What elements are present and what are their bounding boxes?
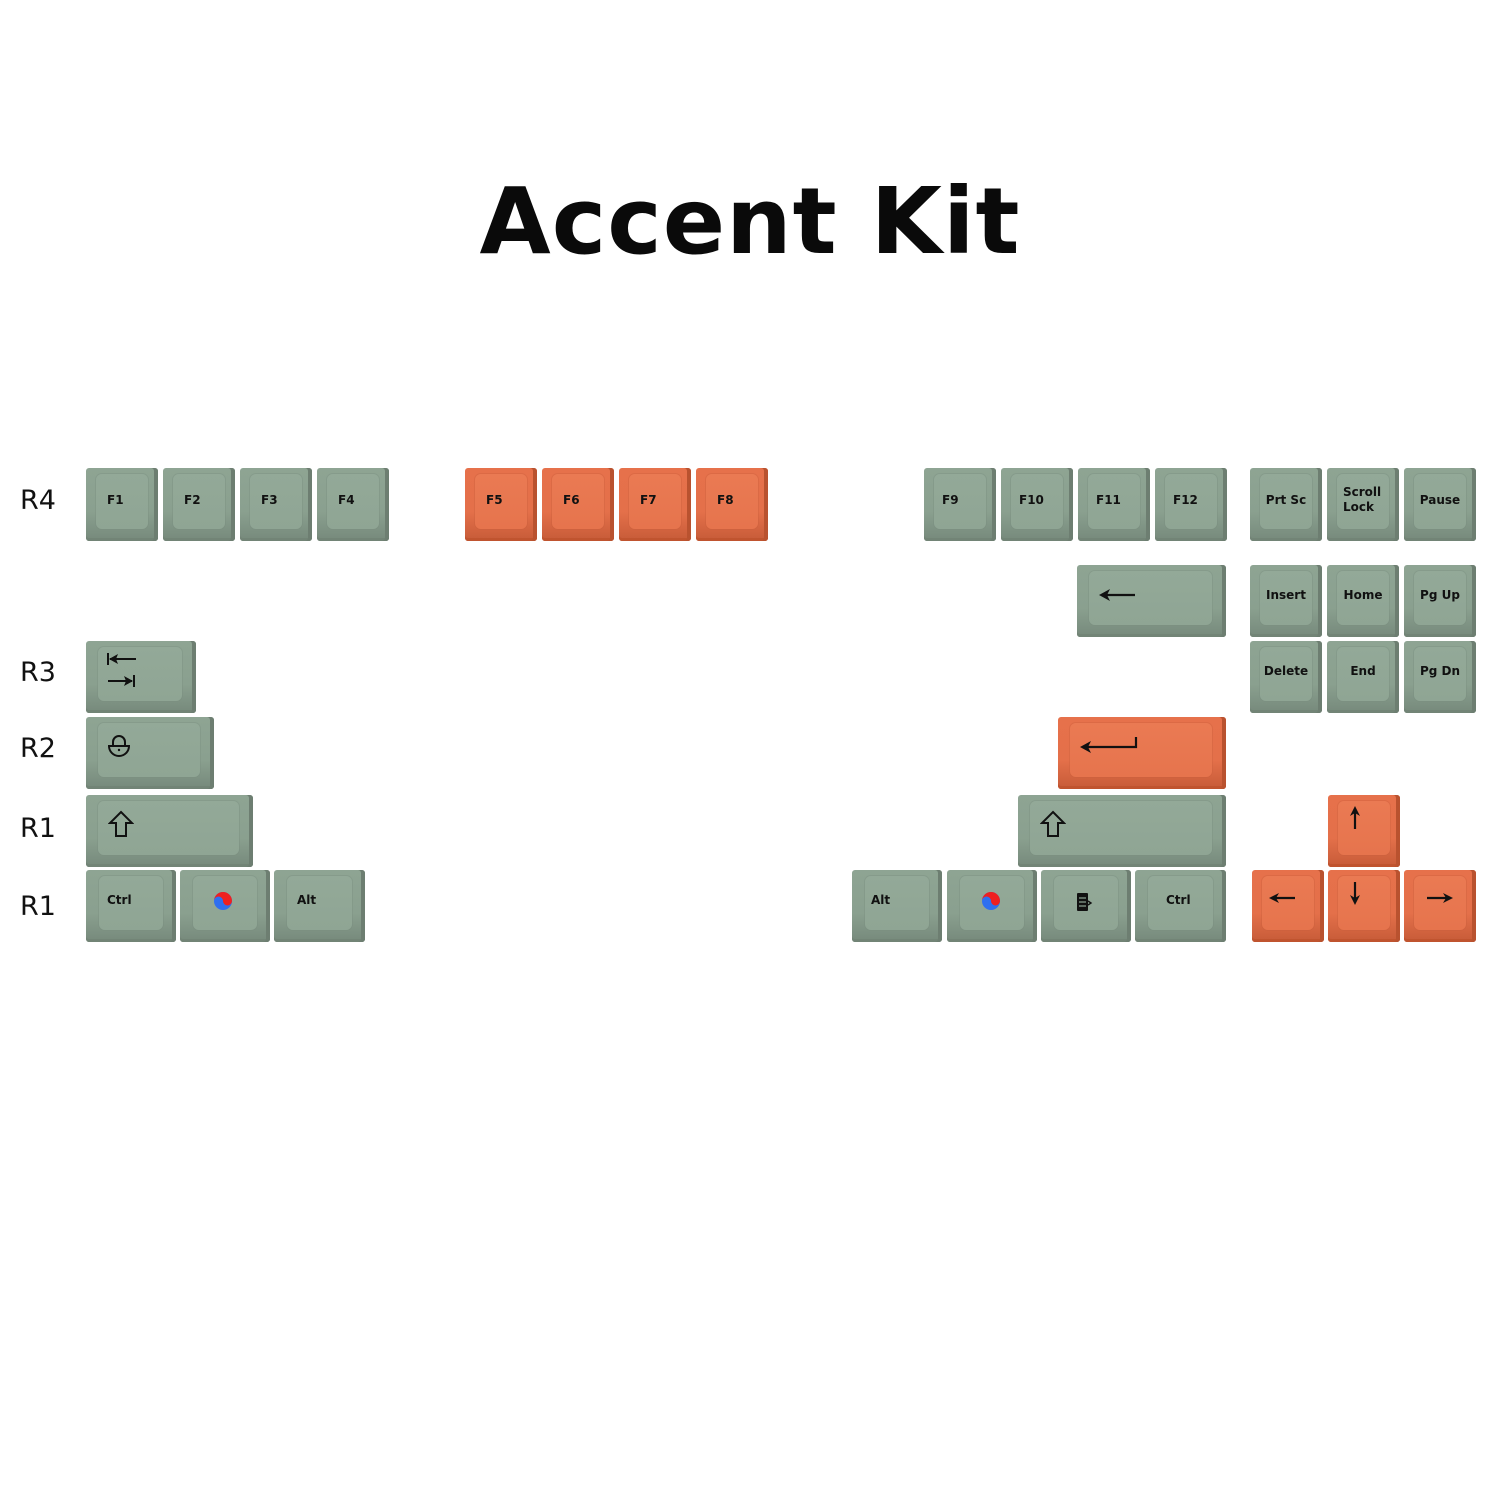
key-label: Ctrl — [107, 893, 132, 907]
key-f6[interactable]: F6 — [542, 468, 614, 541]
key-arrow-right[interactable] — [1404, 870, 1476, 942]
key-page-up[interactable]: Pg Up — [1404, 565, 1476, 637]
key-label: F2 — [184, 493, 201, 507]
key-label: F4 — [338, 493, 355, 507]
key-label: F3 — [261, 493, 278, 507]
key-label: F12 — [1173, 493, 1198, 507]
key-left-ctrl[interactable]: Ctrl — [86, 870, 176, 942]
key-menu[interactable] — [1041, 870, 1131, 942]
key-f11[interactable]: F11 — [1078, 468, 1150, 541]
key-caps-lock[interactable] — [86, 717, 214, 789]
tab-arrows-icon — [107, 653, 136, 687]
key-label: Prt Sc — [1265, 493, 1307, 507]
key-label: F10 — [1019, 493, 1044, 507]
key-label: F11 — [1096, 493, 1121, 507]
key-han-left[interactable] — [180, 870, 270, 942]
key-backspace[interactable] — [1077, 565, 1226, 637]
key-print-screen[interactable]: Prt Sc — [1250, 468, 1322, 541]
key-arrow-left[interactable] — [1252, 870, 1324, 942]
key-f10[interactable]: F10 — [1001, 468, 1073, 541]
key-page-down[interactable]: Pg Dn — [1404, 641, 1476, 713]
menu-icon — [1077, 893, 1093, 911]
arrow-down-icon — [1350, 882, 1360, 905]
key-tab[interactable] — [86, 641, 196, 713]
lock-icon — [107, 735, 131, 757]
key-left-alt[interactable]: Alt — [274, 870, 365, 942]
key-label: Alt — [297, 893, 317, 907]
key-label: Pg Up — [1420, 588, 1460, 602]
key-label: Insert — [1266, 588, 1306, 602]
key-delete[interactable]: Delete — [1250, 641, 1322, 713]
key-right-shift[interactable] — [1018, 795, 1226, 867]
shift-arrow-icon — [108, 810, 134, 837]
arrow-left-icon — [1269, 893, 1295, 903]
key-label-line2: Lock — [1343, 500, 1374, 514]
key-arrow-down[interactable] — [1328, 870, 1400, 942]
row-label-r3: R3 — [20, 657, 56, 688]
key-home[interactable]: Home — [1327, 565, 1399, 637]
arrow-left-icon — [1099, 589, 1135, 601]
key-f12[interactable]: F12 — [1155, 468, 1227, 541]
key-label: F9 — [942, 493, 959, 507]
page-title: Accent Kit — [479, 168, 1021, 275]
row-label-r2: R2 — [20, 733, 56, 764]
key-label: F5 — [486, 493, 503, 507]
key-label: F7 — [640, 493, 657, 507]
key-label: F1 — [107, 493, 124, 507]
key-f3[interactable]: F3 — [240, 468, 312, 541]
key-label: Alt — [871, 893, 891, 907]
key-f7[interactable]: F7 — [619, 468, 691, 541]
key-insert[interactable]: Insert — [1250, 565, 1322, 637]
key-label: Delete — [1263, 664, 1309, 678]
key-label: Pg Dn — [1419, 664, 1461, 678]
key-label: Pause — [1419, 493, 1461, 507]
key-enter[interactable] — [1058, 717, 1226, 789]
row-label-r1: R1 — [20, 813, 56, 844]
key-f5[interactable]: F5 — [465, 468, 537, 541]
key-f9[interactable]: F9 — [924, 468, 996, 541]
key-f8[interactable]: F8 — [696, 468, 768, 541]
key-arrow-up[interactable] — [1328, 795, 1400, 867]
key-label: End — [1350, 664, 1376, 678]
key-han-right[interactable] — [947, 870, 1037, 942]
key-label: F8 — [717, 493, 734, 507]
key-label: Ctrl — [1166, 893, 1191, 907]
key-pause[interactable]: Pause — [1404, 468, 1476, 541]
key-left-shift[interactable] — [86, 795, 253, 867]
taegeuk-icon — [214, 892, 232, 910]
key-right-ctrl[interactable]: Ctrl — [1135, 870, 1226, 942]
key-end[interactable]: End — [1327, 641, 1399, 713]
enter-arrow-icon — [1080, 737, 1138, 753]
row-label-r4: R4 — [20, 485, 56, 516]
row-label-r1-bottom: R1 — [20, 891, 56, 922]
key-label: Home — [1343, 588, 1383, 602]
key-f4[interactable]: F4 — [317, 468, 389, 541]
taegeuk-icon — [982, 892, 1000, 910]
shift-arrow-icon — [1040, 810, 1066, 837]
key-right-alt[interactable]: Alt — [852, 870, 942, 942]
arrow-right-icon — [1427, 893, 1453, 903]
key-label: F6 — [563, 493, 580, 507]
key-f2[interactable]: F2 — [163, 468, 235, 541]
arrow-up-icon — [1350, 806, 1360, 829]
key-f1[interactable]: F1 — [86, 468, 158, 541]
key-scroll-lock[interactable]: Scroll Lock — [1327, 468, 1399, 541]
key-label-line1: Scroll — [1343, 485, 1382, 499]
